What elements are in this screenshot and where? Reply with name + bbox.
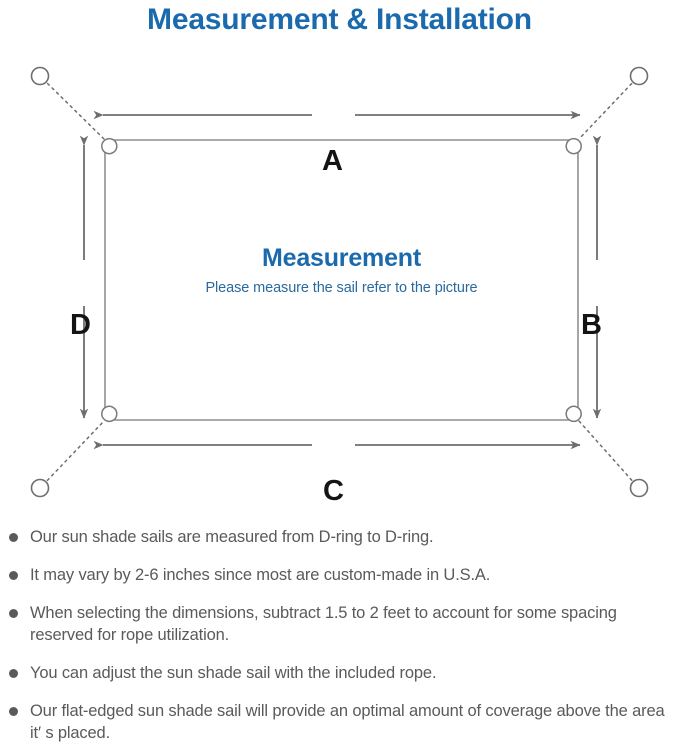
- list-item: You can adjust the sun shade sail with t…: [0, 662, 679, 684]
- list-item: Our flat-edged sun shade sail will provi…: [0, 700, 679, 744]
- dimension-label-c: C: [323, 475, 344, 507]
- d-ring-top-right: [565, 137, 582, 155]
- bullet-icon: [9, 707, 18, 716]
- list-item: It may vary by 2-6 inches since most are…: [0, 564, 679, 586]
- sail-diagram-svg: [30, 66, 649, 498]
- notes-list: Our sun shade sails are measured from D-…: [0, 526, 679, 744]
- d-ring-top-left: [101, 137, 118, 155]
- d-ring-bottom-right: [565, 405, 582, 423]
- anchor-ring-top-left: [30, 66, 50, 86]
- anchor-ring-bottom-right: [629, 478, 649, 498]
- note-text: You can adjust the sun shade sail with t…: [30, 664, 437, 682]
- d-ring-bottom-left: [101, 405, 118, 423]
- sail-body: [104, 139, 579, 421]
- bullet-icon: [9, 571, 18, 580]
- bullet-icon: [9, 533, 18, 542]
- bullet-icon: [9, 609, 18, 618]
- anchor-ring-top-right: [629, 66, 649, 86]
- rope-bottom-left: [42, 420, 105, 486]
- rope-bottom-right: [578, 420, 637, 486]
- rope-top-left: [42, 78, 105, 140]
- sail-diagram: Measurement Please measure the sail refe…: [0, 48, 679, 518]
- note-text: Our flat-edged sun shade sail will provi…: [30, 702, 665, 742]
- note-text: When selecting the dimensions, subtract …: [30, 604, 617, 644]
- note-text: It may vary by 2-6 inches since most are…: [30, 566, 491, 584]
- list-item: When selecting the dimensions, subtract …: [0, 602, 679, 646]
- rope-top-right: [578, 78, 637, 140]
- dimension-label-d: D: [70, 309, 91, 341]
- anchor-ring-bottom-left: [30, 478, 50, 498]
- list-item: Our sun shade sails are measured from D-…: [0, 526, 679, 548]
- dimension-label-a: A: [322, 145, 343, 177]
- dimension-label-b: B: [581, 309, 602, 341]
- page-title: Measurement & Installation: [147, 3, 532, 36]
- note-text: Our sun shade sails are measured from D-…: [30, 528, 434, 546]
- bullet-icon: [9, 669, 18, 678]
